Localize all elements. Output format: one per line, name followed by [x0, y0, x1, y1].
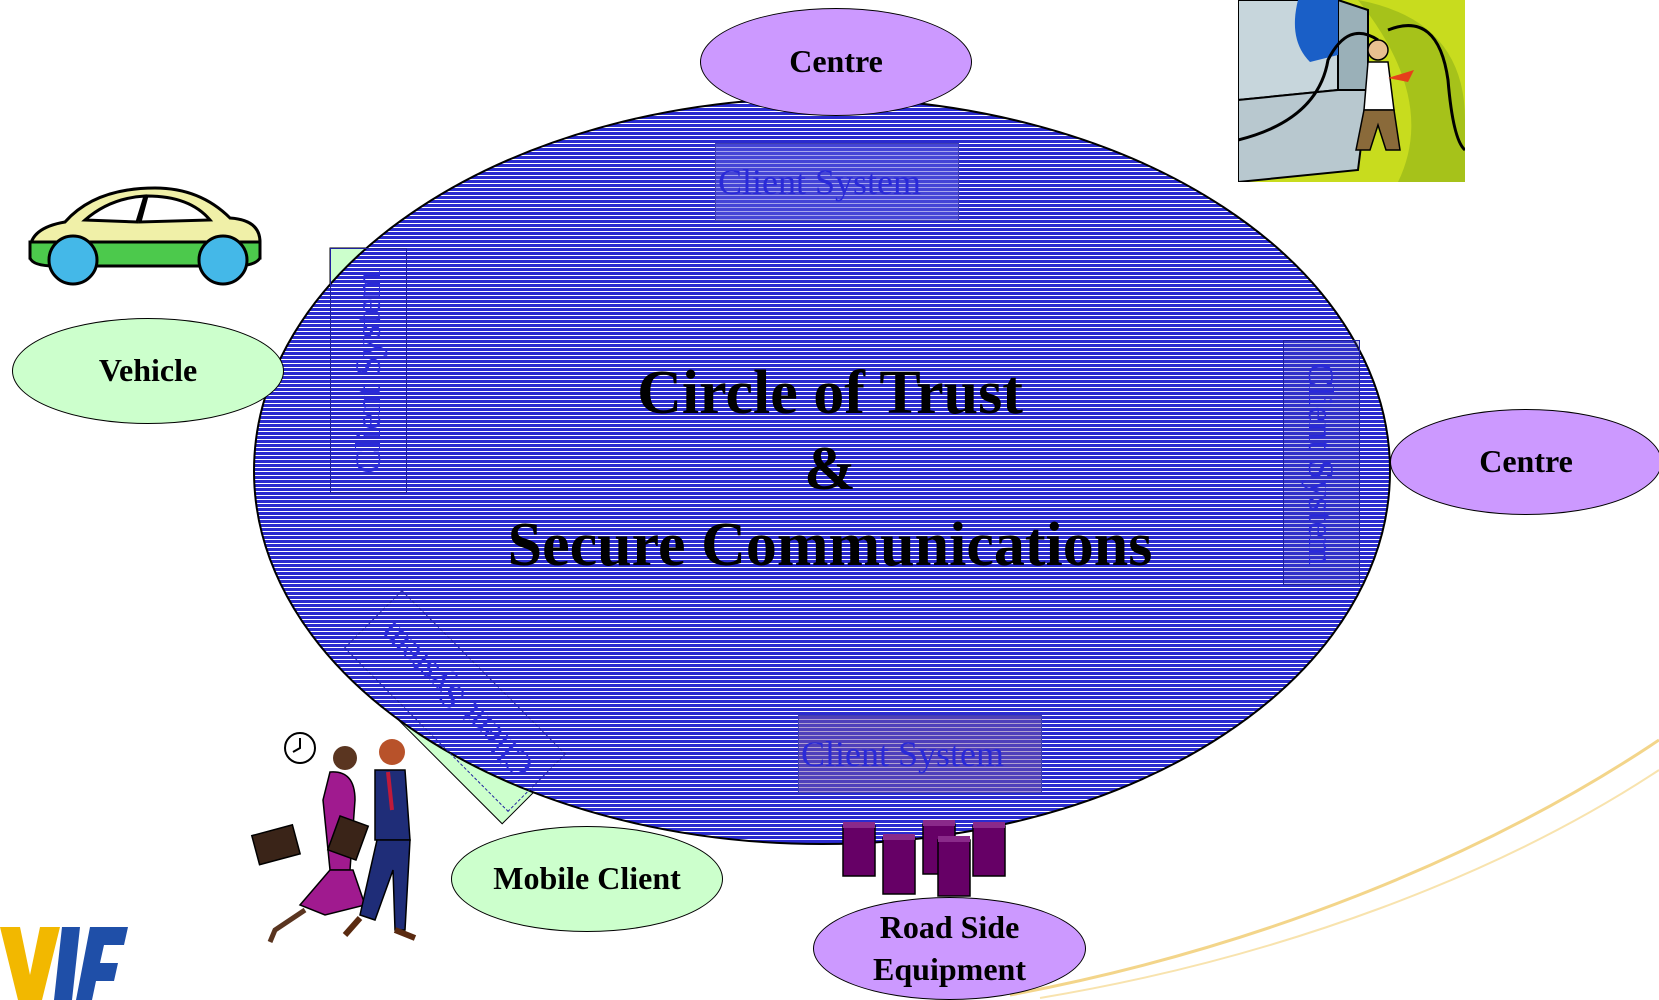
client-system-left: Client System — [330, 248, 407, 493]
node-mobile-client: Mobile Client — [451, 826, 723, 932]
node-centre-top-label: Centre — [789, 43, 883, 80]
client-system-bottom: Client System — [798, 715, 1042, 793]
node-mobile-client-label: Mobile Client — [493, 860, 681, 897]
car-icon — [28, 186, 262, 286]
title-line-1: Circle of Trust — [637, 359, 1023, 427]
mobile-people-icon — [250, 732, 417, 943]
node-rse-line-2: Equipment — [873, 950, 1026, 987]
title-line-2: & — [804, 435, 856, 503]
node-centre-right: Centre — [1390, 409, 1659, 515]
circle-title: Circle of Trust & Secure Communications — [430, 355, 1230, 583]
client-system-right: Client System — [1283, 340, 1360, 585]
computer-user-icon — [1238, 0, 1465, 182]
node-centre-top: Centre — [700, 8, 972, 116]
title-line-3: Secure Communications — [507, 511, 1153, 579]
node-road-side-equipment: Road Side Equipment — [813, 897, 1086, 1000]
decorative-swoosh — [1009, 738, 1659, 999]
logo-fragment — [0, 927, 128, 1000]
node-rse-line-1: Road Side — [879, 908, 1020, 945]
node-vehicle: Vehicle — [12, 318, 284, 424]
node-vehicle-label: Vehicle — [98, 352, 198, 389]
roadside-equipment-icon — [842, 820, 1006, 897]
client-system-top: Client System — [715, 143, 959, 221]
node-centre-right-label: Centre — [1479, 443, 1573, 480]
